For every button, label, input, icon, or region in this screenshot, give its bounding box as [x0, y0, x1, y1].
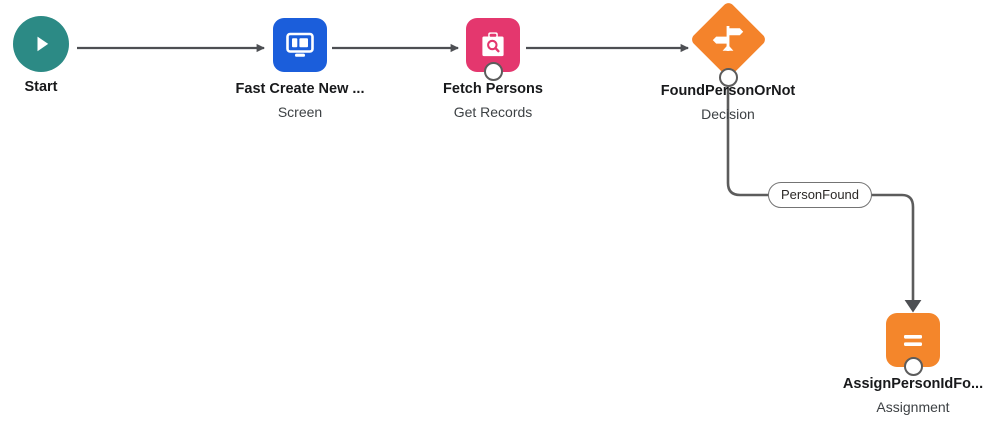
assignment-connector-stub[interactable]	[903, 357, 923, 376]
decision-node-title: FoundPersonOrNot	[660, 83, 796, 99]
assignment-node-title: AssignPersonIdFo...	[842, 376, 984, 392]
screen-icon-tile[interactable]	[273, 18, 327, 72]
screen-node-title: Fast Create New ...	[235, 81, 365, 97]
flow-node-decision[interactable]: FoundPersonOrNot Decision	[638, 0, 818, 124]
decision-diamond-wrap[interactable]	[689, 0, 767, 78]
screen-node-shape[interactable]	[210, 18, 390, 80]
clipboard-search-icon	[477, 29, 509, 61]
signpost-icon	[709, 20, 747, 58]
flow-node-get-records[interactable]: Fetch Persons Get Records	[403, 18, 583, 122]
assignment-node-subtitle: Assignment	[876, 399, 950, 415]
start-circle[interactable]	[13, 16, 69, 72]
screen-node-subtitle: Screen	[277, 104, 323, 120]
flow-node-start[interactable]: Start	[0, 16, 131, 100]
play-icon	[28, 31, 54, 57]
screen-monitor-icon	[283, 28, 317, 62]
decision-node-shape[interactable]	[638, 0, 818, 87]
get-records-node-shape[interactable]	[403, 18, 583, 81]
equals-assignment-icon	[897, 324, 929, 356]
start-node-shape[interactable]	[0, 16, 131, 78]
start-node-title: Start	[24, 79, 58, 95]
get-records-node-title: Fetch Persons	[443, 81, 543, 97]
decision-connector-stub[interactable]	[718, 68, 738, 87]
flow-node-screen[interactable]: Fast Create New ... Screen	[210, 18, 390, 122]
decision-node-subtitle: Decision	[701, 106, 755, 122]
flow-node-assignment[interactable]: AssignPersonIdFo... Assignment	[823, 313, 1000, 417]
connector-personfound-to-assignment[interactable]	[866, 193, 922, 313]
get-records-node-subtitle: Get Records	[453, 104, 533, 120]
assignment-node-shape[interactable]	[823, 313, 1000, 376]
get-records-connector-stub[interactable]	[483, 62, 503, 81]
branch-label-person-found[interactable]: PersonFound	[767, 182, 873, 208]
